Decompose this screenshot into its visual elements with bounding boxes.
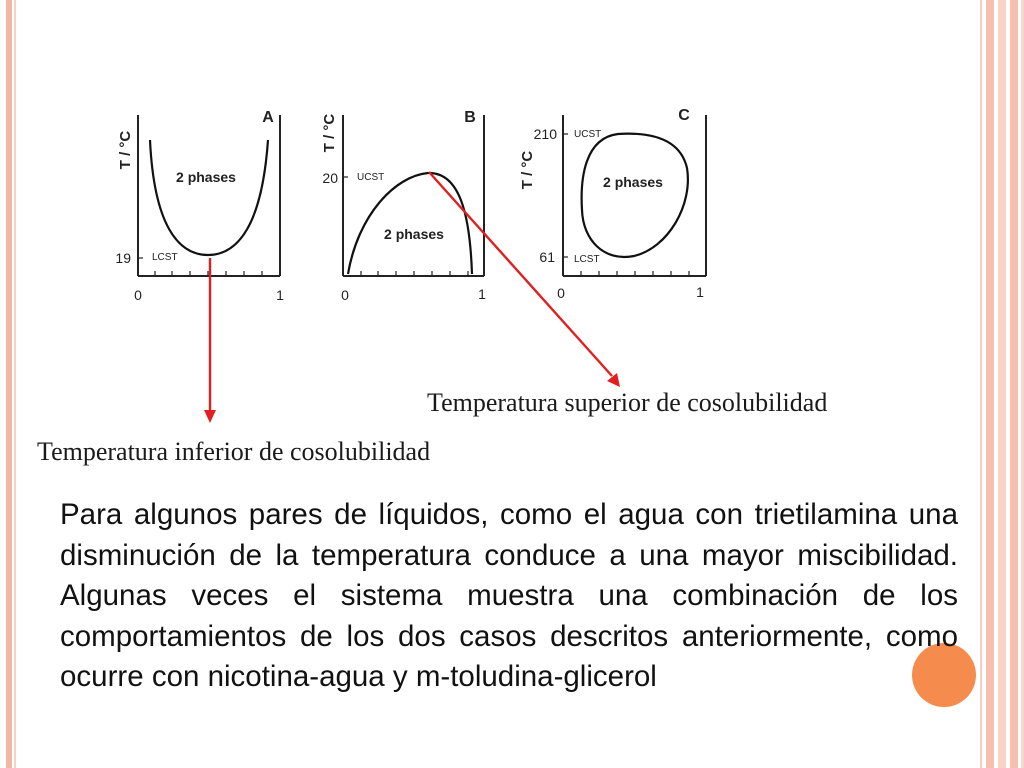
diagram-b-y-axis: T / °C	[321, 114, 338, 153]
diagram-b-x-max: 1	[478, 286, 486, 302]
diagram-b-ucst-label: UCST	[357, 172, 384, 183]
diagram-c-x-max: 1	[696, 284, 704, 300]
diagram-b-temp: 20	[322, 170, 338, 186]
lower-cosolubility-caption: Temperatura inferior de cosolubilidad	[37, 437, 431, 466]
accent-circle	[912, 643, 976, 707]
diagram-c: C T / °C 2 phases 210 UCST 61 LCST 0 1	[519, 107, 707, 301]
diagram-a-region: 2 phases	[176, 169, 236, 185]
diagram-b-region: 2 phases	[384, 226, 444, 242]
upper-cosolubility-caption: Temperatura superior de cosolubilidad	[427, 388, 828, 417]
diagram-a-lcst-label: LCST	[152, 252, 178, 263]
left-border-line	[14, 0, 16, 768]
arrow-lcst	[204, 258, 216, 423]
diagram-c-y-axis: T / °C	[519, 151, 536, 190]
diagram-c-temp-upper: 210	[534, 126, 558, 142]
diagram-c-temp-lower: 61	[539, 249, 555, 265]
diagram-a-temp: 19	[115, 250, 131, 266]
diagram-a: A T / °C 2 phases 19 LCST 0 1	[115, 109, 284, 303]
diagram-a-y-axis: T / °C	[117, 131, 134, 170]
left-border	[6, 0, 12, 768]
diagram-a-letter: A	[262, 109, 274, 126]
diagram-a-x-max: 1	[276, 287, 284, 303]
diagram-c-letter: C	[678, 107, 690, 124]
closed-loop-curve	[580, 132, 689, 259]
diagram-c-ucst-label: UCST	[574, 129, 601, 140]
diagram-b-x-min: 0	[341, 287, 349, 303]
diagram-c-lcst-label: LCST	[574, 254, 600, 265]
lcst-curve	[148, 139, 270, 257]
body-paragraph: Para algunos pares de líquidos, como el …	[60, 498, 958, 693]
diagram-b: B T / °C 2 phases 20 UCST 0 1	[321, 109, 486, 303]
diagram-b-letter: B	[464, 109, 476, 126]
diagram-a-x-min: 0	[134, 287, 142, 303]
arrow-ucst	[428, 171, 620, 387]
phase-diagrams: A T / °C 2 phases 19 LCST 0 1 B T / °C 2…	[115, 107, 707, 423]
ucst-curve	[346, 171, 474, 275]
diagram-c-region: 2 phases	[603, 174, 663, 190]
diagram-c-x-min: 0	[557, 285, 565, 301]
